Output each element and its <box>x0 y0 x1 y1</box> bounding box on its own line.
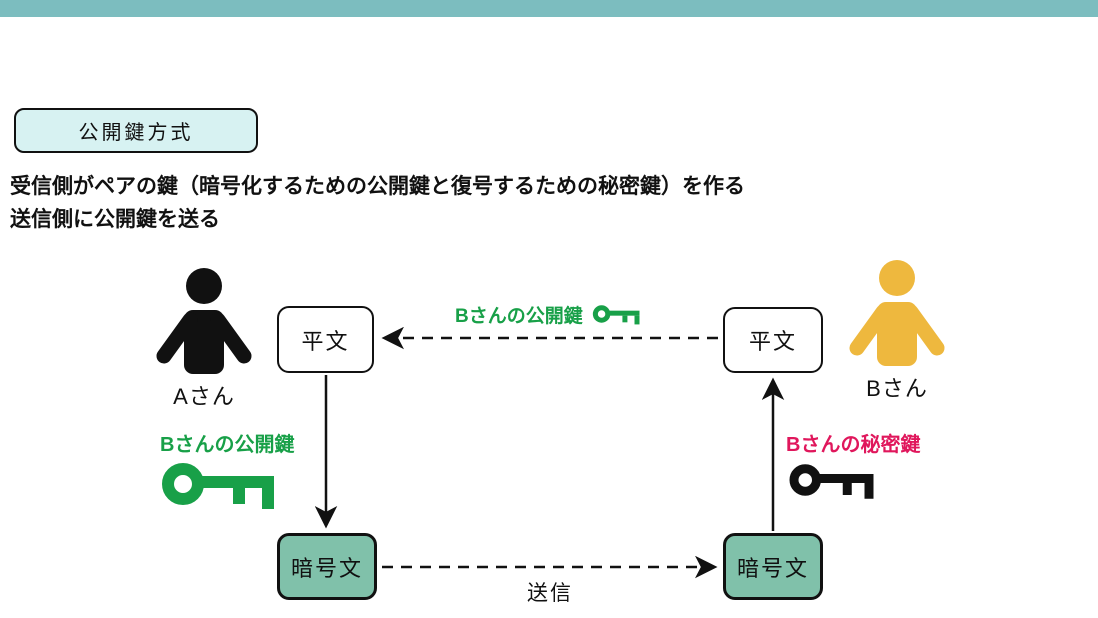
plaintext-right-label: 平文 <box>748 329 797 354</box>
actor-b: Bさん <box>841 260 953 403</box>
key-icon <box>592 305 640 325</box>
actor-a: Aさん <box>148 268 260 411</box>
public-key-top-text: Bさんの公開鍵 <box>455 305 583 327</box>
plaintext-left-label: 平文 <box>301 328 350 354</box>
person-icon <box>156 268 252 374</box>
page-title: 公開鍵方式 <box>78 122 194 144</box>
public-key-icon <box>162 463 274 509</box>
description-line-1: 受信側がペアの鍵（暗号化するための公開鍵と復号するための秘密鍵）を作る <box>10 175 745 198</box>
private-key-right-label: Bさんの秘密鍵 <box>786 428 920 457</box>
ciphertext-right-label: 暗号文 <box>736 555 809 581</box>
ciphertext-left-label: 暗号文 <box>290 555 363 581</box>
actor-b-label: Bさん <box>866 376 928 401</box>
ciphertext-box-left: 暗号文 <box>277 533 377 600</box>
plaintext-box-right: 平文 <box>723 307 823 373</box>
description-line-2: 送信側に公開鍵を送る <box>10 208 220 231</box>
public-key-left-label: Bさんの公開鍵 <box>160 428 294 457</box>
top-accent-bar <box>0 0 1098 17</box>
public-key-transfer-label: Bさんの公開鍵 <box>455 300 642 328</box>
private-key-right-text: Bさんの秘密鍵 <box>786 434 921 456</box>
description: 受信側がペアの鍵（暗号化するための公開鍵と復号するための秘密鍵）を作る 送信側に… <box>10 170 745 236</box>
actor-a-label: Aさん <box>173 384 235 409</box>
ciphertext-box-right: 暗号文 <box>723 533 823 600</box>
private-key-icon <box>789 464 874 499</box>
send-label: 送信 <box>527 582 573 605</box>
public-key-left-text: Bさんの公開鍵 <box>160 434 295 456</box>
plaintext-box-left: 平文 <box>277 306 374 373</box>
title-badge: 公開鍵方式 <box>14 108 258 153</box>
person-icon <box>849 260 945 366</box>
